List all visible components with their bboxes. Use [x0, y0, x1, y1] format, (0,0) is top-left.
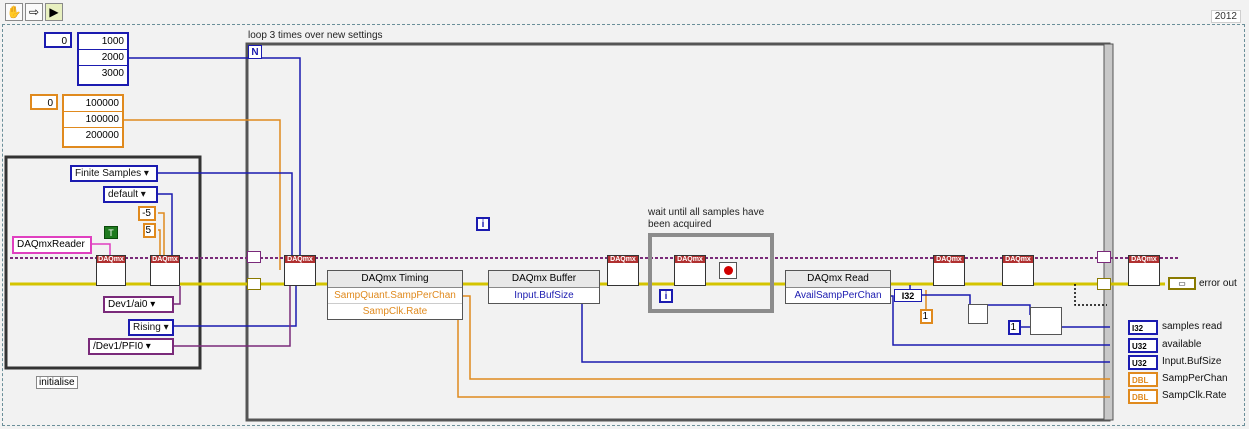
const-one-b[interactable]: 1 — [1008, 320, 1021, 335]
channel-label: Dev1/ai0 — [108, 299, 148, 310]
daqmx-create-channel-node[interactable]: DAQmx — [150, 255, 180, 286]
buffer-row-0[interactable]: Input.BufSize — [514, 290, 574, 301]
samps-array-index[interactable]: 0 — [44, 32, 72, 48]
samps-value-1[interactable]: 2000 — [79, 50, 127, 66]
samples-read-label: samples read — [1162, 321, 1223, 332]
wait-while-loop — [648, 233, 774, 313]
indicator-tag: I32 — [1132, 324, 1144, 333]
timing-row-0[interactable]: SampQuant.SampPerChan — [328, 288, 462, 304]
block-diagram-frame — [2, 24, 1245, 426]
read-row-0[interactable]: AvailSampPerChan — [794, 290, 882, 301]
task-name-const[interactable]: DAQmxReader — [12, 236, 92, 254]
daqmx-create-task-node[interactable]: DAQmx — [96, 255, 126, 286]
trigger-const[interactable]: /Dev1/PFI0 ▾ — [88, 338, 174, 355]
daqmx-read-samples-node[interactable]: DAQmx — [933, 255, 965, 286]
daqmx-header: DAQmx — [285, 256, 315, 263]
samps-value-0[interactable]: 1000 — [79, 34, 127, 50]
edge-enum[interactable]: Rising ▾ — [128, 319, 174, 336]
daqmx-buffer-node[interactable]: DAQmx Buffer Input.BufSize — [488, 270, 600, 304]
samps-array: 1000 2000 3000 — [77, 32, 129, 86]
daqmx-clear-task-node[interactable]: DAQmx — [1128, 255, 1160, 286]
edge-label: Rising — [133, 322, 161, 333]
indicator-tag: DBL — [1132, 376, 1149, 385]
rate-value-2[interactable]: 200000 — [64, 128, 122, 143]
rate-array: 100000 100000 200000 — [62, 94, 124, 148]
sampclk-rate-label: SampClk.Rate — [1162, 390, 1227, 401]
daqmx-timing-node[interactable]: DAQmx Timing SampQuant.SampPerChan SampC… — [327, 270, 463, 320]
arrow-icon[interactable]: ⇨ — [25, 3, 43, 21]
const-one-a[interactable]: 1 — [920, 309, 933, 324]
hand-icon[interactable]: ✋ — [5, 3, 23, 21]
daqmx-start-task-node[interactable]: DAQmx — [607, 255, 639, 286]
trigger-label: /Dev1/PFI0 — [93, 341, 144, 352]
daqmx-header: DAQmx — [675, 256, 705, 263]
run-icon[interactable]: ▶ — [45, 3, 63, 21]
sampperchan-label: SampPerChan — [1162, 373, 1228, 384]
daqmx-header: DAQmx — [151, 256, 179, 263]
index-array-icon — [1030, 307, 1062, 335]
sampperchan-indicator: DBL — [1128, 372, 1158, 387]
for-loop-right-edge — [1103, 43, 1114, 421]
wait-iteration-terminal: i — [659, 289, 673, 303]
error-shift-register-left — [247, 278, 261, 290]
task-shift-register-left — [247, 251, 261, 263]
daqmx-header: DAQmx — [608, 256, 638, 263]
samps-value-2[interactable]: 3000 — [79, 66, 127, 81]
bufsize-indicator: U32 — [1128, 355, 1158, 370]
daqmx-header: DAQmx — [1003, 256, 1033, 263]
error-out-indicator: ▭ — [1168, 277, 1196, 290]
samples-read-indicator: I32 — [1128, 320, 1158, 335]
daqmx-header: DAQmx — [1129, 256, 1159, 263]
daqmx-header: DAQmx — [934, 256, 964, 263]
timing-row-1[interactable]: SampClk.Rate — [362, 306, 428, 317]
indicator-tag: DBL — [1132, 393, 1149, 402]
version-label: 2012 — [1210, 10, 1241, 23]
daqmx-header: DAQmx — [97, 256, 125, 263]
bufsize-label: Input.BufSize — [1162, 356, 1222, 367]
rate-array-index[interactable]: 0 — [30, 94, 58, 110]
available-label: available — [1162, 339, 1202, 350]
timing-title: DAQmx Timing — [328, 271, 462, 288]
daqmx-trigger-node[interactable]: DAQmx — [284, 255, 316, 286]
buffer-title: DAQmx Buffer — [489, 271, 599, 288]
min-val-const[interactable]: -5 — [138, 206, 156, 221]
sample-mode-enum[interactable]: Finite Samples ▾ — [70, 165, 158, 182]
loop-count-terminal[interactable]: N — [248, 45, 262, 59]
rate-value-0[interactable]: 100000 — [64, 96, 122, 112]
loop-comment: loop 3 times over new settings — [248, 30, 383, 41]
for-loop-border — [245, 42, 1111, 422]
channel-const[interactable]: Dev1/ai0 ▾ — [103, 296, 174, 313]
error-out-label: error out — [1199, 278, 1237, 289]
sampclk-rate-indicator: DBL — [1128, 389, 1158, 404]
initialise-label: initialise — [36, 376, 78, 389]
stop-condition-icon[interactable] — [719, 262, 737, 279]
rate-value-1[interactable]: 100000 — [64, 112, 122, 128]
config-enum[interactable]: default ▾ — [103, 186, 158, 203]
wait-comment: wait until all samples have been acquire… — [648, 207, 765, 230]
iteration-terminal: i — [476, 217, 490, 231]
daqmx-stop-task-node[interactable]: DAQmx — [1002, 255, 1034, 286]
max-val-const[interactable]: 5 — [143, 223, 156, 238]
indicator-tag: U32 — [1132, 342, 1147, 351]
bool-const[interactable]: T — [104, 226, 118, 239]
toolbar: ✋ ⇨ ▶ 2012 — [0, 0, 1249, 26]
config-label: default — [108, 189, 139, 200]
daqmx-is-done-node[interactable]: DAQmx — [674, 255, 706, 286]
daqmx-read-node[interactable]: DAQmx Read AvailSampPerChan — [785, 270, 891, 304]
available-indicator: U32 — [1128, 338, 1158, 353]
error-shift-register-right — [1097, 278, 1111, 290]
array-size-icon — [968, 304, 988, 324]
read-title: DAQmx Read — [786, 271, 890, 288]
indicator-tag: U32 — [1132, 359, 1147, 368]
i32-conversion[interactable]: I32 — [894, 289, 922, 302]
sample-mode-label: Finite Samples — [75, 168, 142, 179]
init-frame — [4, 155, 202, 370]
stop-dot — [723, 266, 733, 275]
task-shift-register-right — [1097, 251, 1111, 263]
